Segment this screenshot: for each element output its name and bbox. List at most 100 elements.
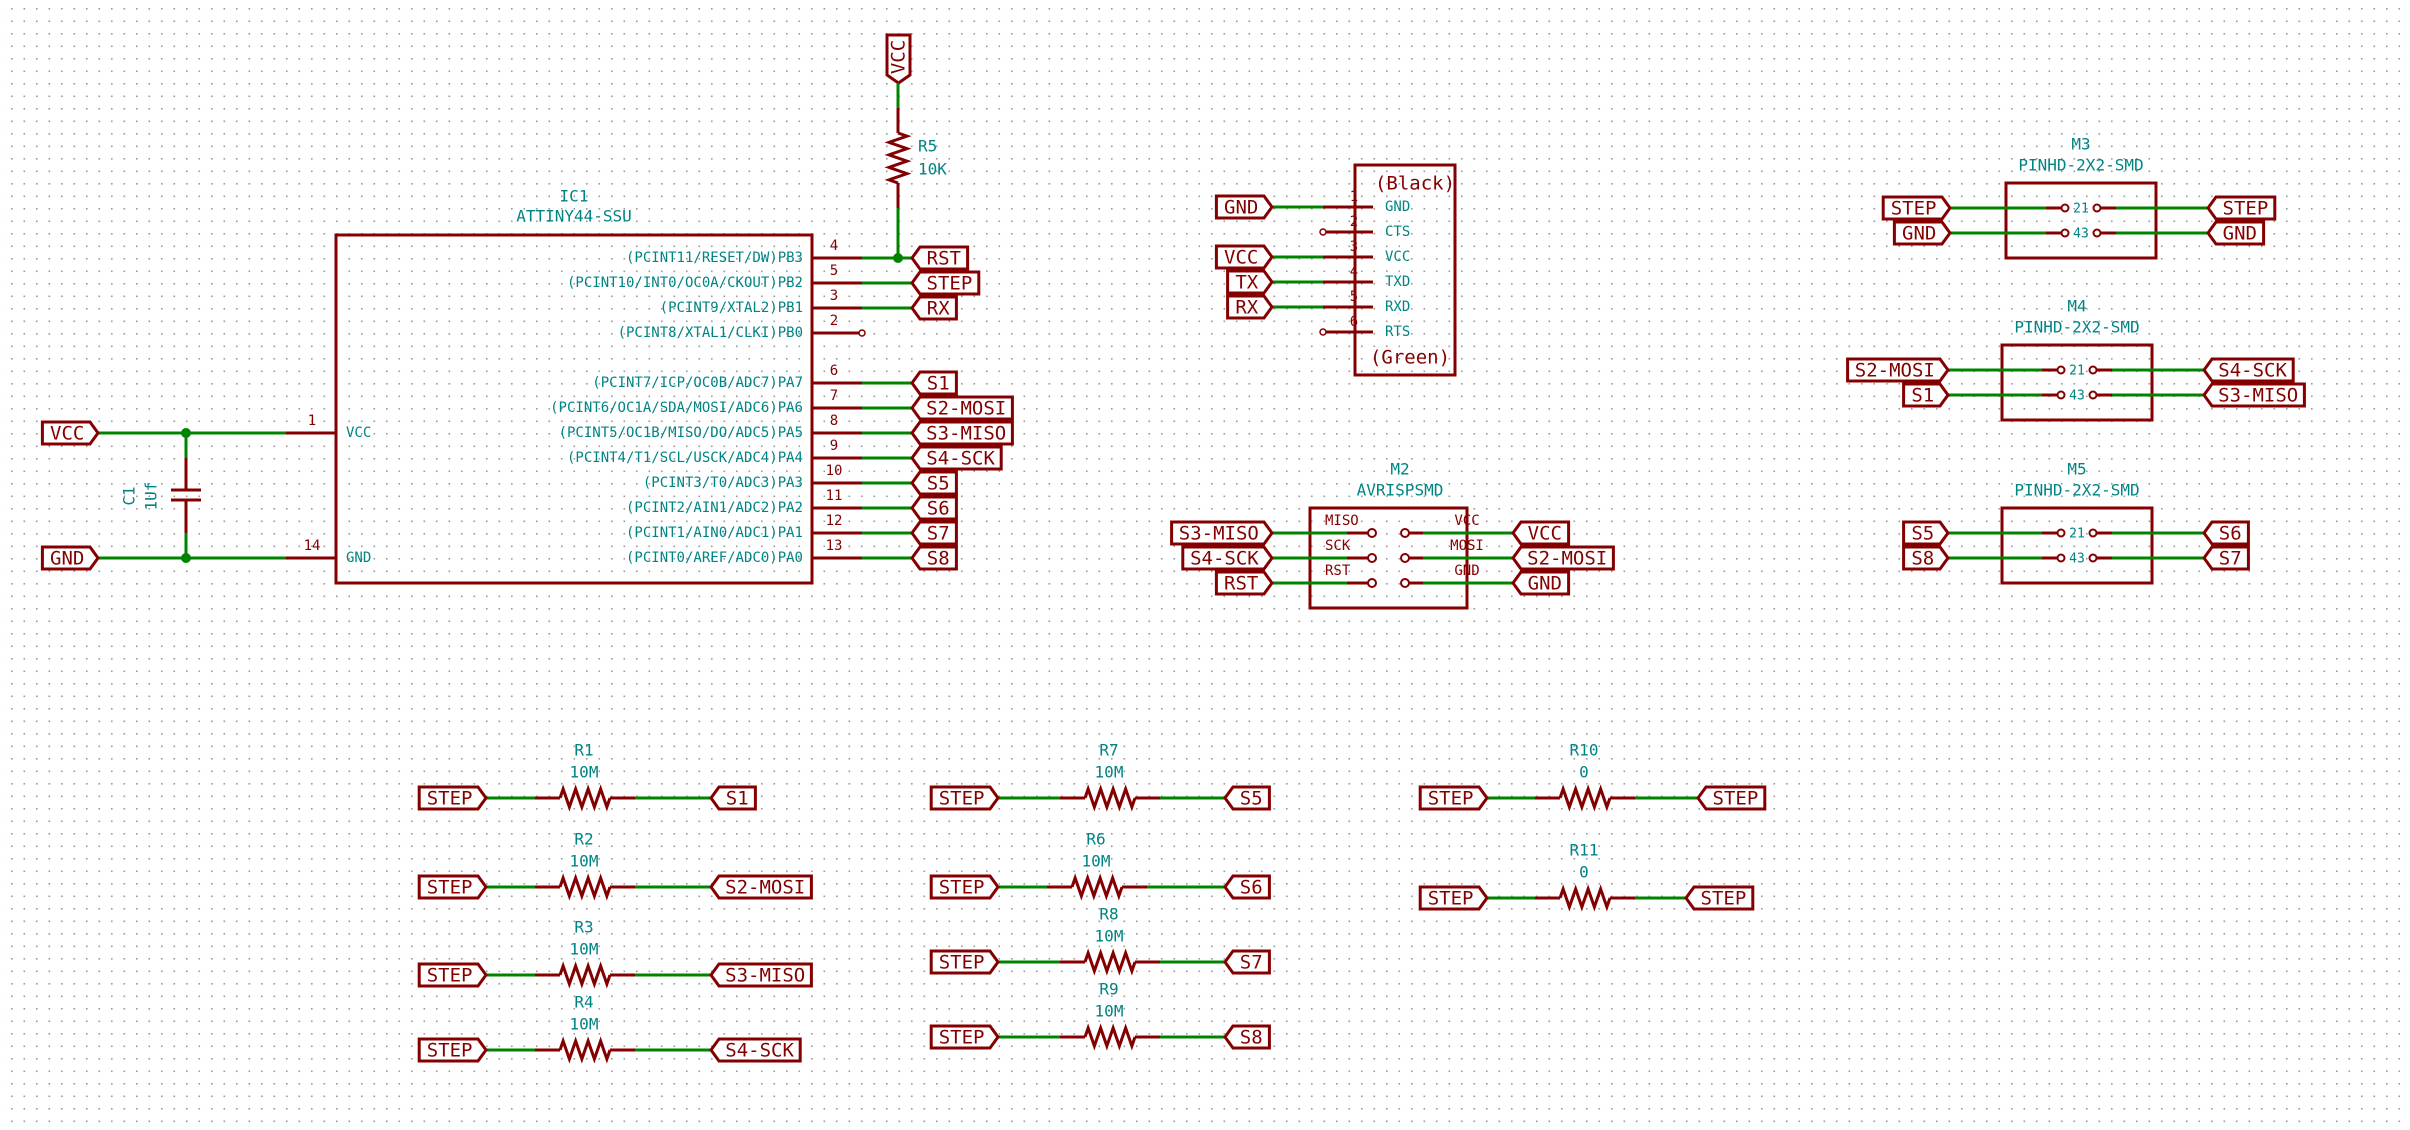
net-label-s4-sck[interactable]: S4-SCK (910, 445, 1003, 471)
net-label-vcc[interactable]: VCC (1511, 520, 1571, 546)
net-label-step[interactable]: STEP (1881, 195, 1952, 221)
net-label-s8[interactable]: S8 (1902, 545, 1950, 571)
net-label-step[interactable]: STEP (929, 949, 1000, 975)
net-label-step[interactable]: STEP (1418, 785, 1489, 811)
net-label-gnd[interactable]: GND (2206, 220, 2266, 246)
net-label-vcc[interactable]: VCC (40, 420, 100, 446)
net-label-step[interactable]: STEP (910, 270, 981, 296)
net-label-step[interactable]: STEP (929, 874, 1000, 900)
ic1-pin-3[interactable]: 3(PCINT9/XTAL2)PB1 (660, 288, 912, 316)
net-label-step[interactable]: STEP (1684, 885, 1755, 911)
net-label-s3-miso[interactable]: S3-MISO (1170, 520, 1274, 546)
ic1-pin-13[interactable]: 13(PCINT0/AREF/ADC0)PA0 (626, 538, 912, 566)
net-label-step[interactable]: STEP (417, 1037, 488, 1063)
net-label-s3-miso[interactable]: S3-MISO (2202, 382, 2306, 408)
header-row-2[interactable]: 43 (1950, 227, 2208, 242)
net-label-s2-mosi[interactable]: S2-MOSI (910, 395, 1014, 421)
net-label-s3-miso[interactable]: S3-MISO (910, 420, 1014, 446)
net-label-step[interactable]: STEP (417, 785, 488, 811)
net-label-rst[interactable]: RST (910, 245, 970, 271)
net-label-s7[interactable]: S7 (910, 520, 958, 546)
net-label-s1[interactable]: S1 (709, 785, 757, 811)
net-label-s4-sck[interactable]: S4-SCK (709, 1037, 802, 1063)
net-label-s4-sck[interactable]: S4-SCK (1181, 545, 1274, 571)
net-label-step[interactable]: STEP (929, 785, 1000, 811)
header-row-1[interactable]: 21 (1948, 364, 2204, 379)
net-label-vcc[interactable]: VCC (1214, 244, 1274, 270)
net-label-s1[interactable]: S1 (1902, 382, 1950, 408)
ic1-pin-4[interactable]: 4(PCINT11/RESET/DW)PB3 (626, 238, 912, 266)
net-label-s8[interactable]: S8 (910, 545, 958, 571)
net-label-rx[interactable]: RX (910, 295, 958, 321)
header-row-1[interactable]: 21 (1948, 527, 2204, 542)
header-row-2[interactable]: 43 (1948, 389, 2204, 404)
net-label-s2-mosi[interactable]: S2-MOSI (709, 874, 813, 900)
net-label-s2-mosi[interactable]: S2-MOSI (1511, 545, 1615, 571)
net-label-step[interactable]: STEP (417, 874, 488, 900)
net-label-rx[interactable]: RX (1226, 294, 1274, 320)
ic1-pin-8[interactable]: 8(PCINT5/OC1B/MISO/DO/ADC5)PA5 (559, 413, 912, 441)
net-label-s6[interactable]: S6 (2202, 520, 2250, 546)
net-label-s4-sck[interactable]: S4-SCK (2202, 357, 2295, 383)
header-row-2[interactable]: 43 (1948, 552, 2204, 567)
ic1-pin-5[interactable]: 5(PCINT10/INT0/OC0A/CKOUT)PB2 (567, 263, 912, 291)
ic1-pin-10[interactable]: 10(PCINT3/T0/ADC3)PA3 (643, 463, 912, 491)
ic1-attiny44[interactable]: IC1ATTINY44-SSU4(PCINT11/RESET/DW)PB35(P… (286, 187, 912, 585)
net-label-vcc[interactable]: VCC (885, 33, 912, 85)
net-label-s5[interactable]: S5 (1902, 520, 1950, 546)
net-label-s7[interactable]: S7 (2202, 545, 2250, 571)
net-label-s5[interactable]: S5 (910, 470, 958, 496)
ic1-pin-9[interactable]: 9(PCINT4/T1/SCL/USCK/ADC4)PA4 (567, 438, 912, 466)
ic1-pin-12[interactable]: 12(PCINT1/AIN0/ADC1)PA1 (626, 513, 912, 541)
net-label-step[interactable]: STEP (2206, 195, 2277, 221)
net-label-tx[interactable]: TX (1226, 269, 1274, 295)
net-label-s7[interactable]: S7 (1223, 949, 1271, 975)
ic1-pin-2[interactable]: 2(PCINT8/XTAL1/CLKI)PB0 (618, 313, 866, 341)
net-label-s3-miso[interactable]: S3-MISO (709, 962, 813, 988)
net-label-step[interactable]: STEP (1418, 885, 1489, 911)
net-label-s5[interactable]: S5 (1223, 785, 1271, 811)
net-label-gnd[interactable]: GND (1511, 570, 1571, 596)
net-label-s6[interactable]: S6 (1223, 874, 1271, 900)
net-label-s8[interactable]: S8 (1223, 1024, 1271, 1050)
net-label-gnd[interactable]: GND (1214, 194, 1274, 220)
net-label-step[interactable]: STEP (929, 1024, 1000, 1050)
net-label-s2-mosi[interactable]: S2-MOSI (1846, 357, 1950, 383)
ic1-pin-11[interactable]: 11(PCINT2/AIN1/ADC2)PA2 (626, 488, 912, 516)
header-row-1[interactable]: 21 (1950, 202, 2208, 217)
net-label-step[interactable]: STEP (417, 962, 488, 988)
net-label-s1[interactable]: S1 (910, 370, 958, 396)
net-label-gnd[interactable]: GND (1892, 220, 1952, 246)
net-label-rst[interactable]: RST (1214, 570, 1274, 596)
ic1-pin-6[interactable]: 6(PCINT7/ICP/OC0B/ADC7)PA7 (592, 363, 912, 391)
net-label-step[interactable]: STEP (1696, 785, 1767, 811)
